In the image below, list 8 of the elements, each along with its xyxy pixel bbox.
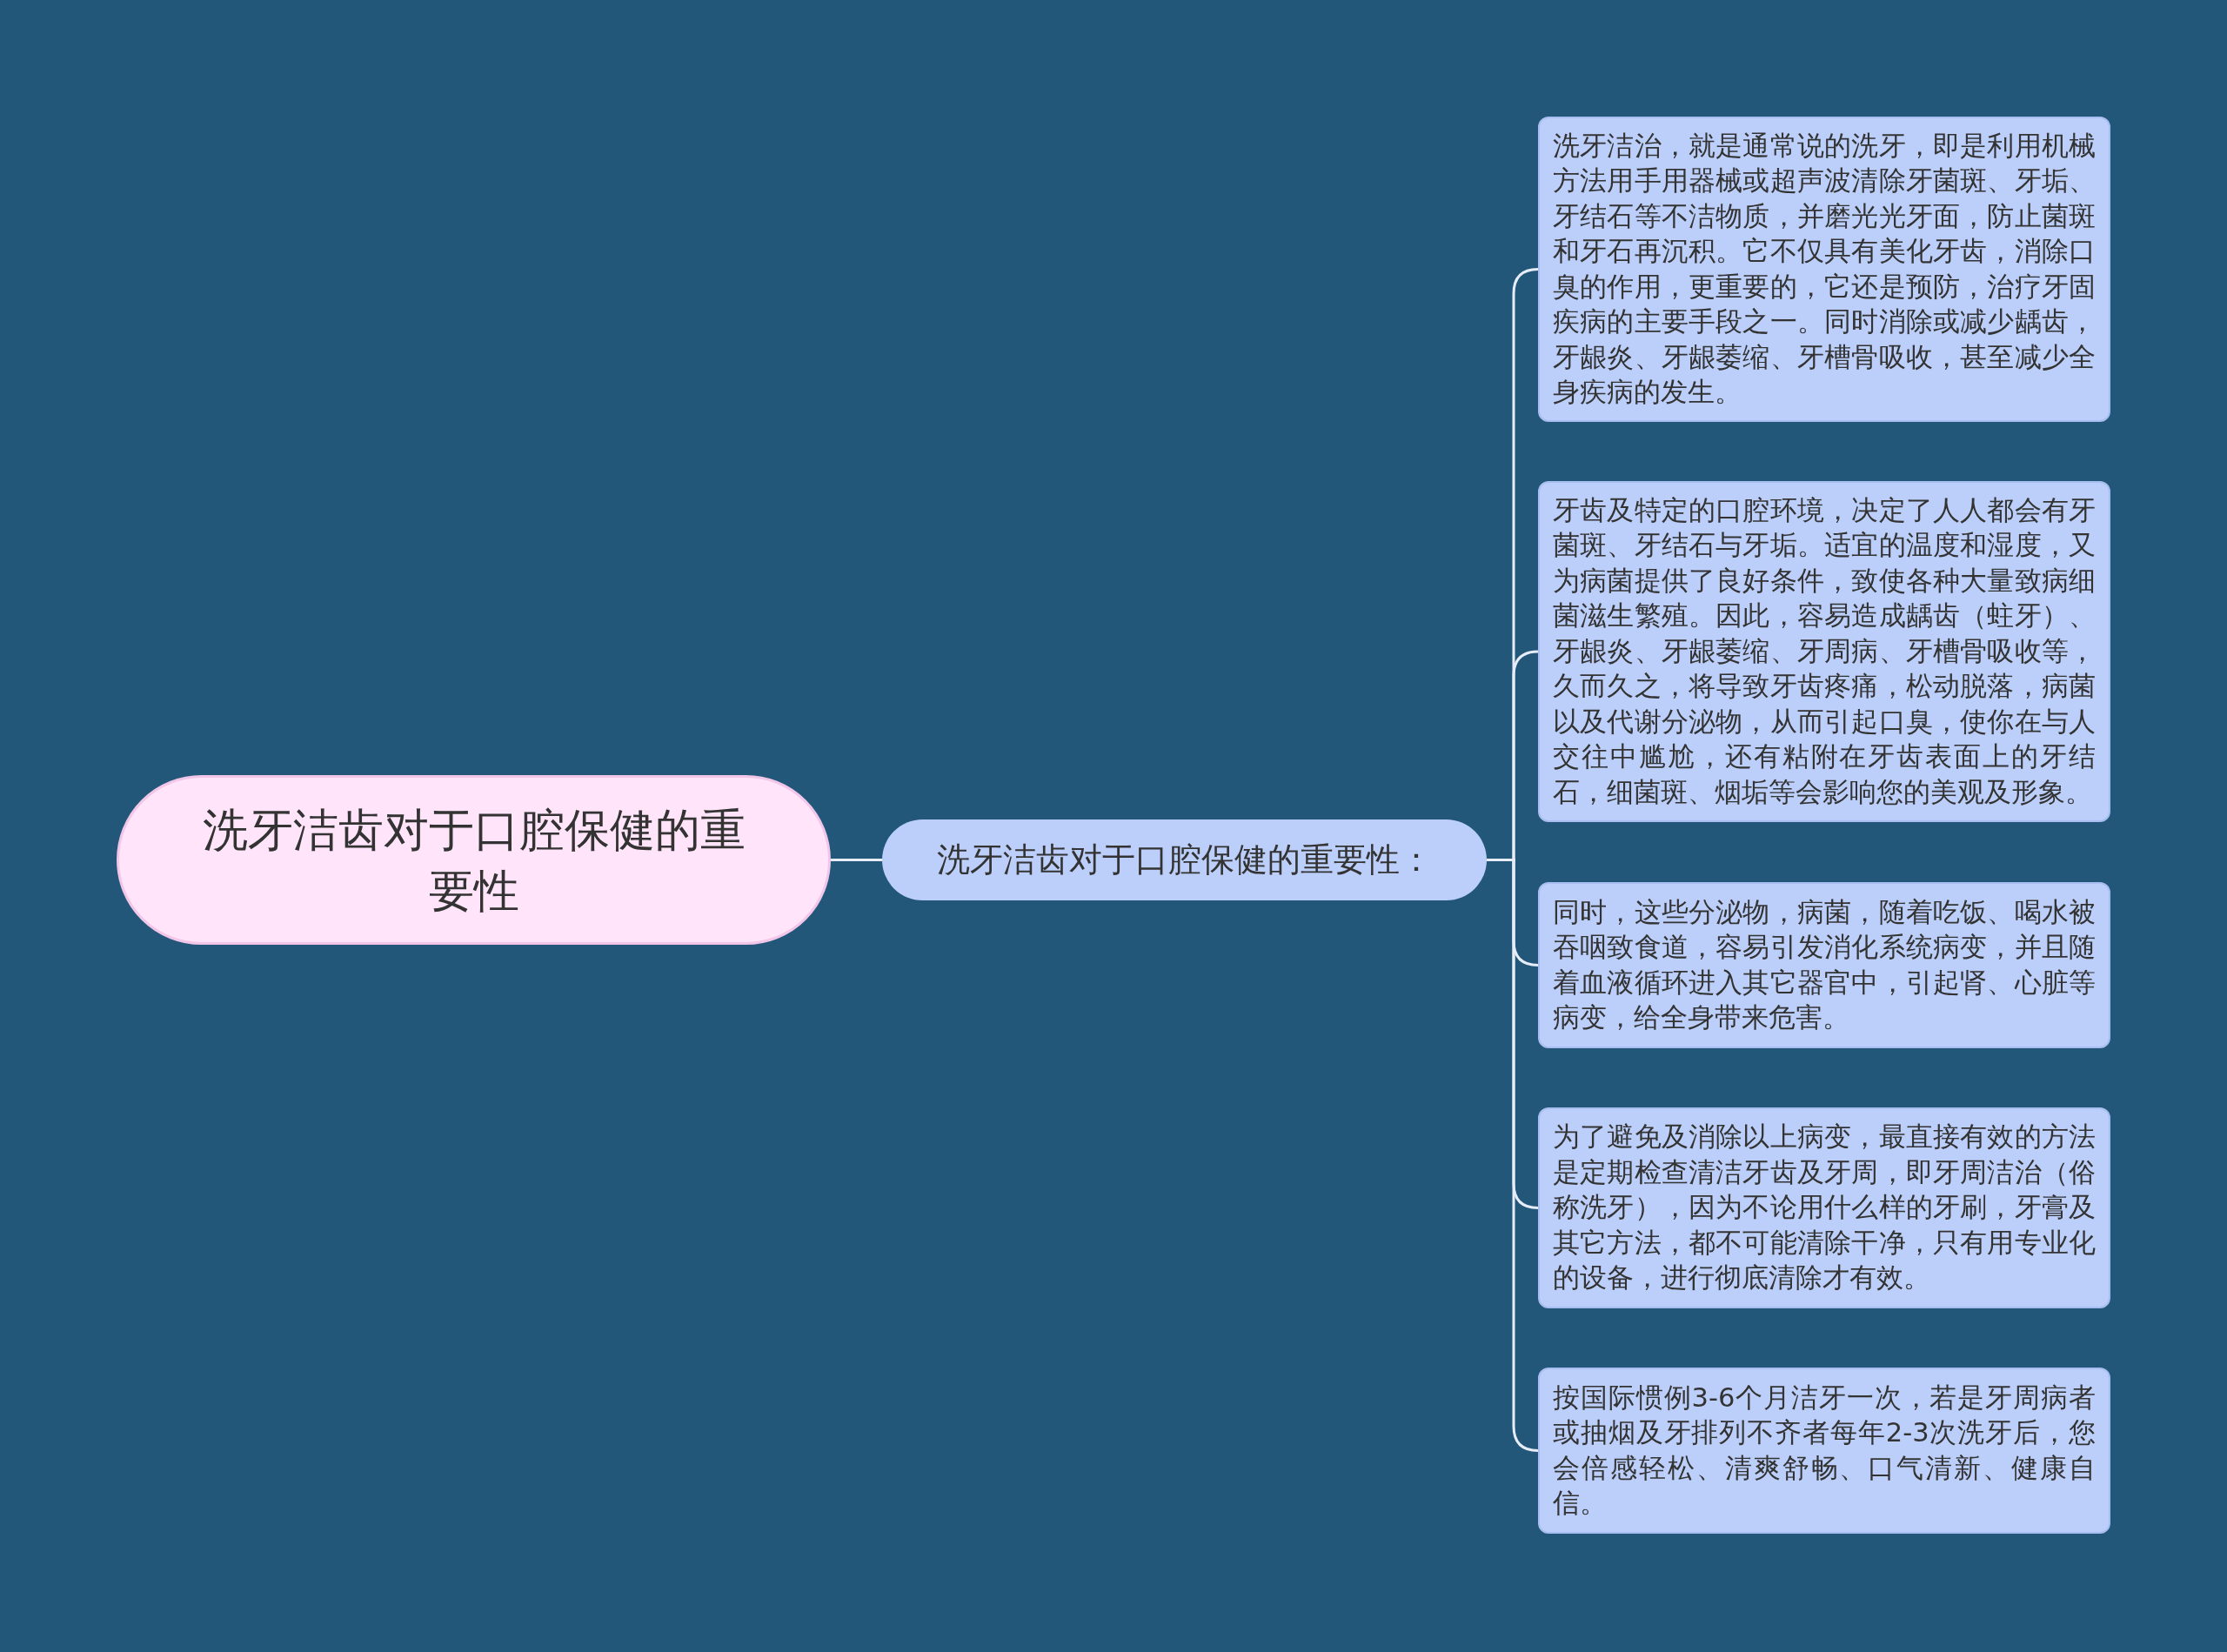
- note-box: 牙齿及特定的口腔环境，决定了人人都会有牙菌斑、牙结石与牙垢。适宜的温度和湿度，又为病菌提供了良好条件，致使各种大量致病细菌滋生繁殖。因此，容易造成龋齿（蛀牙）、牙龈炎、牙龈萎缩、牙周病、牙槽骨吸收等，久而久之，将导致牙齿疼痛，松动脱落，病菌以及代谢分泌物，从而引起口臭，使你在与人交往中尴尬，还有粘附在牙齿表面上的牙结石，细菌斑、烟垢等会影响您的美观及形象。: [1538, 481, 2110, 822]
- note-box: 为了避免及消除以上病变，最直接有效的方法是定期检查清洁牙齿及牙周，即牙周洁治（俗称洗牙），因为不论用什么样的牙刷，牙膏及其它方法，都不可能清除干净，只有用专业化的设备，进行彻底清除才有效。: [1538, 1107, 2110, 1308]
- note-box: 洗牙洁治，就是通常说的洗牙，即是利用机械方法用手用器械或超声波清除牙菌斑、牙垢、牙结石等不洁物质，并磨光光牙面，防止菌斑和牙石再沉积。它不仅具有美化牙齿，消除口臭的作用，更重要的，它还是预防，治疗牙固疾病的主要手段之一。同时消除或减少龋齿，牙龈炎、牙龈萎缩、牙槽骨吸收，甚至减少全身疾病的发生。: [1538, 117, 2110, 422]
- subtopic-pill: 洗牙洁齿对于口腔保健的重要性：: [882, 819, 1487, 900]
- connector-line: [831, 859, 882, 861]
- topic-pill: 洗牙洁齿对于口腔保健的重要性: [117, 775, 831, 945]
- note-box: 按国际惯例3-6个月洁牙一次，若是牙周病者或抽烟及牙排列不齐者每年2-3次洗牙后，您会倍感轻松、清爽舒畅、口气清新、健康自信。: [1538, 1368, 2110, 1534]
- note-box: 同时，这些分泌物，病菌，随着吃饭、喝水被吞咽致食道，容易引发消化系统病变，并且随着血液循环进入其它器官中，引起肾、心脏等病变，给全身带来危害。: [1538, 882, 2110, 1048]
